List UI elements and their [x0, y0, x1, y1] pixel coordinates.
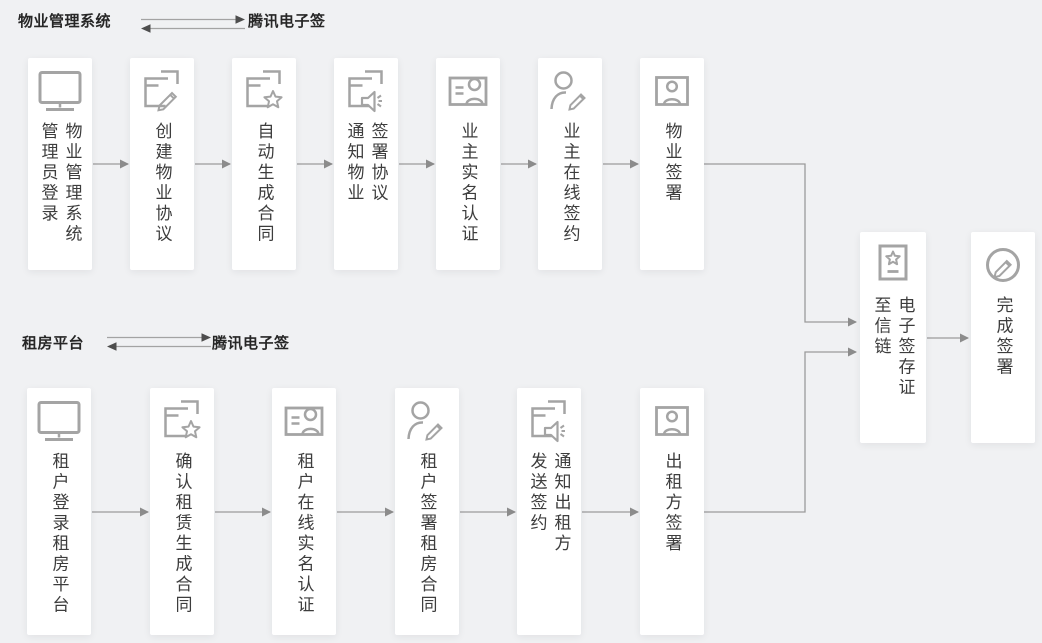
monitor-icon	[38, 71, 82, 111]
step-label: 通知物业 签署协议	[344, 122, 388, 204]
id-card-icon	[284, 406, 324, 436]
step-admin-login-pms: 管理员登录 物业管理系统	[28, 58, 92, 270]
id-card-icon	[448, 76, 488, 106]
step-auto-generate-contract: 自动生成合同	[232, 58, 296, 270]
step-label: 管理员登录 物业管理系统	[38, 122, 82, 245]
step-label: 租户在线实名认证	[294, 452, 314, 616]
person-pencil-icon	[407, 401, 443, 441]
step-notify-landlord-sign: 发送签约 通知出租方	[517, 388, 581, 635]
bottom-flow-platform-label: 租房平台	[22, 335, 85, 352]
bottom-flow-esign-label: 腾讯电子签	[212, 335, 290, 352]
pencil-circle-icon	[986, 248, 1020, 282]
step-label: 创建物业协议	[152, 122, 172, 245]
doc-megaphone-icon	[344, 69, 388, 113]
step-label: 物业签署	[662, 122, 682, 204]
bidirectional-sync-arrows-icon	[141, 14, 245, 33]
person-frame-icon	[655, 406, 689, 436]
step-property-sign: 物业签署	[640, 58, 704, 270]
step-tenant-sign-contract: 租户签署租房合同	[395, 388, 459, 635]
top-flow-esign-label: 腾讯电子签	[248, 13, 326, 30]
step-create-property-agreement: 创建物业协议	[130, 58, 194, 270]
doc-star-icon	[242, 69, 286, 113]
step-complete-signing: 完成签署	[971, 232, 1035, 443]
step-label: 发送签约 通知出租方	[527, 452, 571, 555]
step-tenant-identity-verify: 租户在线实名认证	[272, 388, 336, 635]
step-label: 完成签署	[993, 296, 1013, 378]
top-flow-system-label: 物业管理系统	[18, 13, 112, 30]
step-label: 自动生成合同	[254, 122, 274, 245]
person-frame-icon	[655, 76, 689, 106]
step-esign-evidence-chain: 至信链 电子签存证	[860, 232, 926, 443]
step-label: 确认租赁生成合同	[172, 452, 192, 616]
step-label: 出租方签署	[662, 452, 682, 555]
step-notify-property-sign: 通知物业 签署协议	[334, 58, 398, 270]
step-label: 业主实名认证	[458, 122, 478, 245]
monitor-icon	[37, 401, 81, 441]
doc-megaphone-icon	[527, 399, 571, 443]
step-owner-identity-verify: 业主实名认证	[436, 58, 500, 270]
step-owner-online-sign: 业主在线签约	[538, 58, 602, 270]
step-label: 租户签署租房合同	[417, 452, 437, 616]
bidirectional-sync-arrows-icon	[107, 333, 211, 351]
certificate-star-icon	[878, 244, 908, 281]
step-label: 至信链 电子签存证	[871, 296, 915, 399]
step-label: 业主在线签约	[560, 122, 580, 245]
step-landlord-sign: 出租方签署	[640, 388, 704, 635]
step-confirm-lease-contract: 确认租赁生成合同	[150, 388, 214, 635]
doc-star-icon	[160, 399, 204, 443]
person-pencil-icon	[550, 71, 586, 111]
doc-pencil-icon	[140, 69, 184, 113]
step-tenant-login-platform: 租户登录租房平台	[27, 388, 91, 635]
step-label: 租户登录租房平台	[49, 452, 69, 616]
